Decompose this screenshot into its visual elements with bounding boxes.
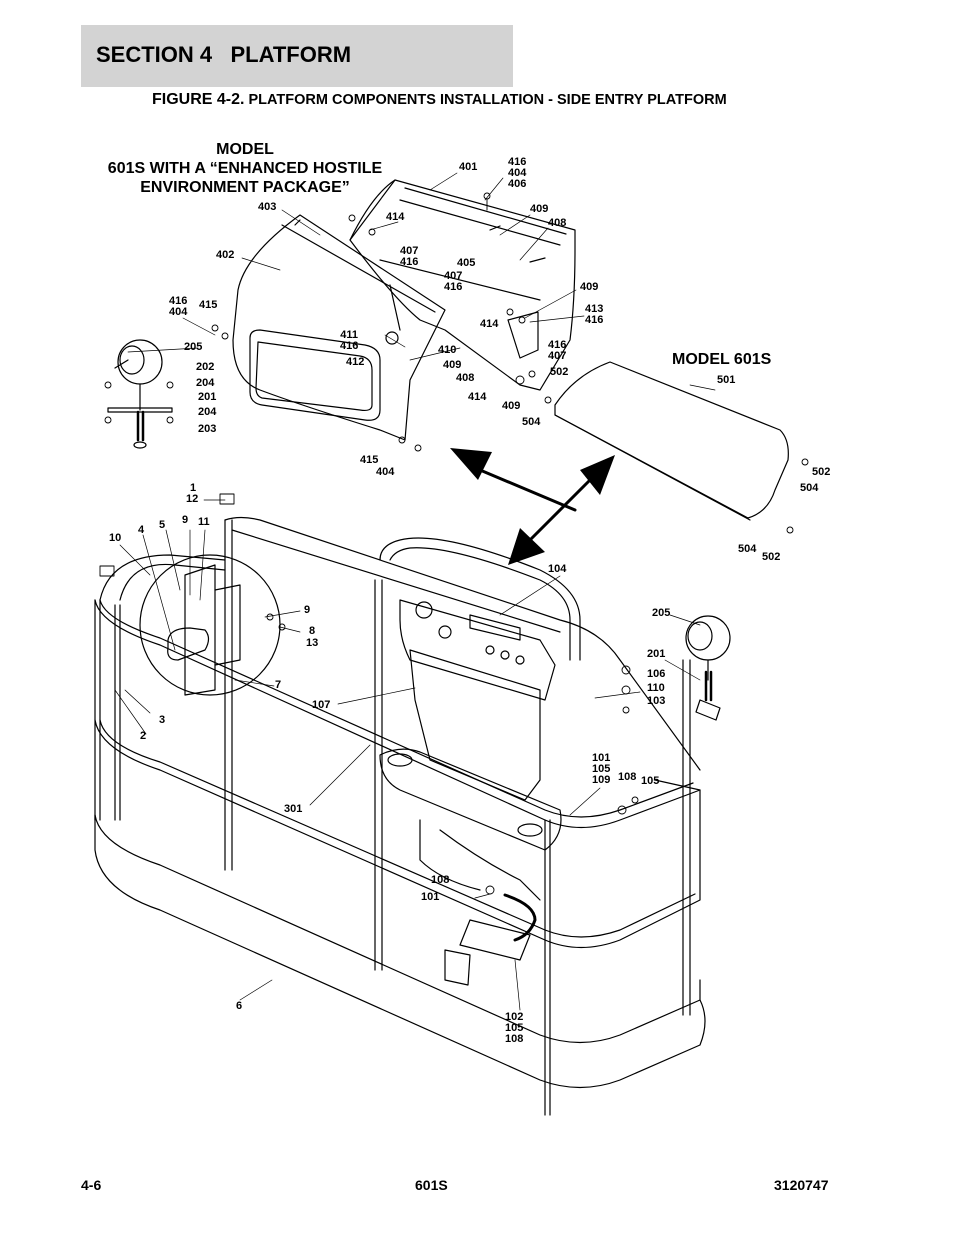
callout-108: 108 bbox=[618, 771, 637, 783]
callout-4: 4 bbox=[138, 524, 145, 536]
page-number: 4-6 bbox=[81, 1177, 102, 1193]
callout-6: 6 bbox=[236, 1000, 243, 1012]
figure-number: FIGURE 4-2. bbox=[152, 91, 245, 108]
callout-108-b: 108 bbox=[431, 874, 450, 886]
callout-301: 301 bbox=[284, 803, 303, 815]
footer-model: 601S bbox=[415, 1177, 448, 1193]
callout-10: 10 bbox=[109, 532, 122, 544]
callout-409: 409 bbox=[530, 203, 549, 215]
section-header: SECTION 4 PLATFORM bbox=[81, 25, 513, 87]
platform-basket-drawing bbox=[94, 516, 706, 1116]
callout-105: 105 bbox=[641, 775, 660, 787]
callout-2: 2 bbox=[140, 730, 147, 742]
callout-110: 110 bbox=[647, 682, 665, 694]
callout-201: 201 bbox=[198, 391, 217, 403]
callout-501: 501 bbox=[717, 374, 736, 386]
callout-203: 203 bbox=[198, 423, 217, 435]
callout-204-b: 204 bbox=[198, 406, 217, 418]
callout-409-b: 409 bbox=[580, 281, 599, 293]
callout-202: 202 bbox=[196, 361, 215, 373]
callout-5: 5 bbox=[159, 519, 166, 531]
leader-lines bbox=[114, 172, 716, 1011]
callout-1: 1 bbox=[190, 482, 197, 494]
figure-caption: PLATFORM COMPONENTS INSTALLATION - SIDE … bbox=[244, 92, 727, 108]
callout-403: 403 bbox=[258, 201, 277, 213]
fastener-parts bbox=[99, 192, 809, 899]
callout-414-b: 414 bbox=[480, 318, 499, 330]
callout-415-b: 415 bbox=[360, 454, 379, 466]
control-console-drawing bbox=[379, 537, 581, 851]
canopy-drawing bbox=[554, 361, 789, 521]
footer-doc-number: 3120747 bbox=[774, 1177, 829, 1193]
callout-414: 414 bbox=[386, 211, 405, 223]
callout-409-c: 409 bbox=[443, 359, 462, 371]
callout-408-b: 408 bbox=[456, 372, 475, 384]
callout-106: 106 bbox=[647, 668, 666, 680]
figure-title: FIGURE 4-2. PLATFORM COMPONENTS INSTALLA… bbox=[152, 91, 727, 109]
section-title: SECTION 4 PLATFORM bbox=[96, 42, 352, 67]
callout-201-b: 201 bbox=[647, 648, 666, 660]
enhanced-model-caption: MODEL 601S WITH A “ENHANCED HOSTILE ENVI… bbox=[107, 141, 383, 196]
callout-3: 3 bbox=[159, 714, 166, 726]
callout-410: 410 bbox=[438, 344, 457, 356]
callout-502: 502 bbox=[550, 366, 569, 378]
callout-12: 12 bbox=[186, 493, 199, 505]
left-lamp-drawing bbox=[107, 339, 173, 449]
callout-405: 405 bbox=[457, 257, 476, 269]
callout-502-c: 502 bbox=[762, 551, 781, 563]
callout-502-b: 502 bbox=[812, 466, 831, 478]
callout-8: 8 bbox=[309, 625, 316, 637]
callout-504: 504 bbox=[522, 416, 541, 428]
callout-7: 7 bbox=[275, 679, 282, 691]
model-601s-caption: MODEL 601S bbox=[672, 351, 772, 368]
hostile-cover-drawing bbox=[349, 179, 576, 391]
callout-408: 408 bbox=[548, 217, 567, 229]
gate-detail-drawing bbox=[139, 554, 281, 696]
callout-205-b: 205 bbox=[652, 607, 671, 619]
callout-401: 401 bbox=[459, 161, 478, 173]
callout-402: 402 bbox=[216, 249, 235, 261]
callout-414-c: 414 bbox=[468, 391, 487, 403]
orientation-arrows bbox=[478, 468, 597, 547]
callout-9: 9 bbox=[182, 514, 189, 526]
callout-104: 104 bbox=[548, 563, 567, 575]
right-lamp-drawing bbox=[685, 615, 731, 721]
callout-409-d: 409 bbox=[502, 400, 521, 412]
callout-504-c: 504 bbox=[738, 543, 757, 555]
callout-204: 204 bbox=[196, 377, 215, 389]
callout-415: 415 bbox=[199, 299, 218, 311]
side-cover-drawing bbox=[232, 214, 446, 441]
callout-205: 205 bbox=[184, 341, 203, 353]
callout-101: 101 bbox=[421, 891, 440, 903]
callout-404: 404 bbox=[376, 466, 395, 478]
callout-504-b: 504 bbox=[800, 482, 819, 494]
callout-11: 11 bbox=[198, 516, 210, 528]
callout-412: 412 bbox=[346, 356, 365, 368]
callout-103: 103 bbox=[647, 695, 666, 707]
callout-9-b: 9 bbox=[304, 604, 311, 616]
callout-13: 13 bbox=[306, 637, 319, 649]
callout-107: 107 bbox=[312, 699, 331, 711]
